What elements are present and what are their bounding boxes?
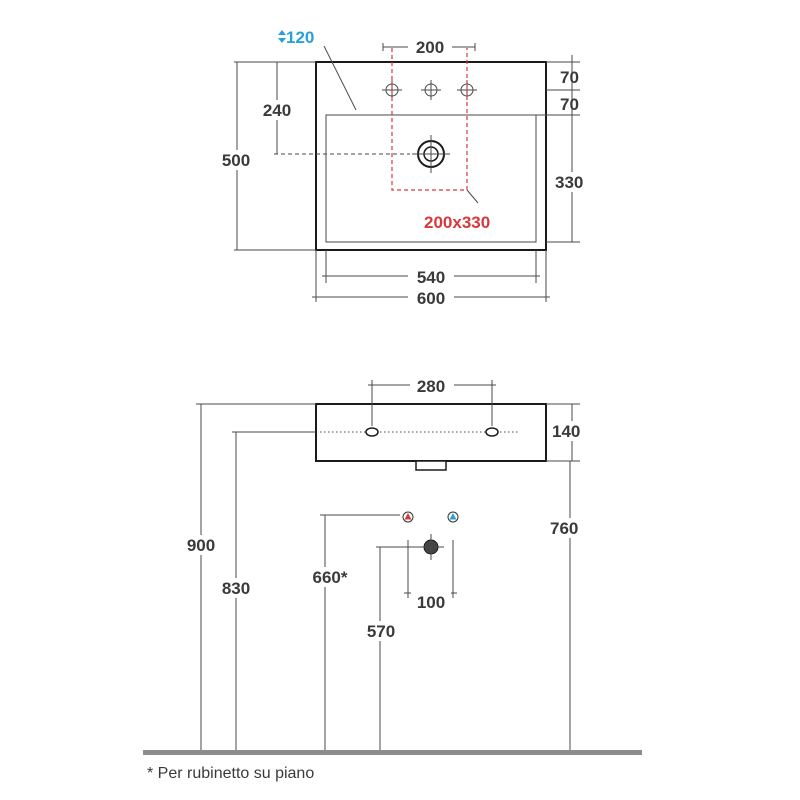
dim-holes-spacing: 200 bbox=[416, 38, 444, 57]
tap-zone-outline bbox=[391, 48, 468, 191]
top-view: 200 120 500 240 70 70 330 200x330 bbox=[216, 28, 595, 308]
dim-supply-spacing: 100 bbox=[417, 593, 445, 612]
dim-top-offset: 70 bbox=[560, 68, 579, 87]
dim-bracket-height: 830 bbox=[222, 579, 250, 598]
dim-supply-height: 660* bbox=[313, 568, 348, 587]
tap-hole-center bbox=[421, 80, 441, 100]
dim-tap-zone: 200x330 bbox=[424, 213, 490, 232]
basin-bowl-top bbox=[325, 114, 537, 243]
dim-bottom-height: 760 bbox=[550, 519, 578, 538]
overflow-arrow-icon bbox=[278, 30, 286, 43]
overflow-leader bbox=[323, 45, 357, 111]
footnote: * Per rubinetto su piano bbox=[147, 765, 314, 782]
dim-second-offset: 70 bbox=[560, 95, 579, 114]
dim-top-height: 900 bbox=[187, 536, 215, 555]
drain-outlet-icon bbox=[418, 534, 444, 560]
drain-top bbox=[412, 135, 450, 173]
drain-side bbox=[415, 460, 447, 471]
dim-bracket-spacing: 280 bbox=[417, 377, 445, 396]
floor-line bbox=[143, 750, 642, 755]
basin-outline-side bbox=[315, 403, 547, 462]
hot-supply-icon bbox=[402, 511, 414, 523]
dim-thickness: 140 bbox=[552, 422, 580, 441]
dim-basin-depth: 330 bbox=[555, 173, 583, 192]
bracket-hole-right bbox=[485, 427, 499, 437]
cold-supply-icon bbox=[447, 511, 459, 523]
dim-inner-width: 540 bbox=[417, 268, 445, 287]
tap-zone-leader bbox=[466, 189, 479, 204]
side-view: 280 140 900 830 760 660* bbox=[143, 376, 642, 755]
dim-width: 600 bbox=[417, 289, 445, 308]
dim-depth: 500 bbox=[222, 151, 250, 170]
dim-drain-height-side: 570 bbox=[367, 622, 395, 641]
dim-overflow: 120 bbox=[286, 28, 314, 47]
bracket-hole-left bbox=[365, 427, 379, 437]
dim-drain-height-top: 240 bbox=[263, 101, 291, 120]
